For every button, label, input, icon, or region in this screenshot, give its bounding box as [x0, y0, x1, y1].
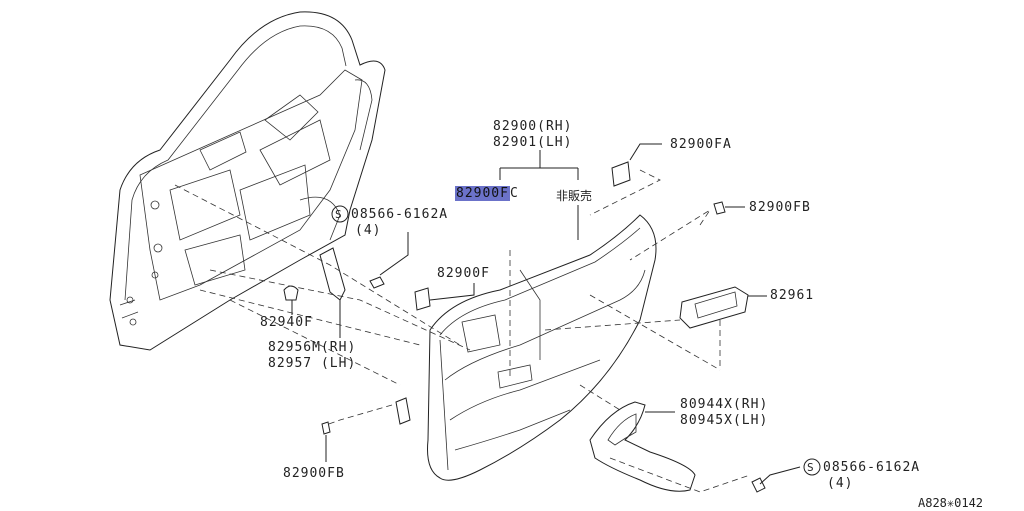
part-82900f: 82900F: [437, 266, 490, 281]
bolt-82900fb-top: [713, 201, 726, 215]
part-82900fb-top: 82900FB: [749, 200, 811, 215]
part-82900fc-highlight: 82900F: [455, 186, 510, 201]
part-82940f: 82940F: [260, 315, 313, 330]
assembly-lines: [174, 169, 751, 493]
part-80944x-rh: 80944X(RH): [680, 397, 769, 412]
s-circle-bottom: [803, 458, 821, 476]
screw-top: [369, 276, 385, 289]
part-82900fb-bottom: 82900FB: [283, 466, 345, 481]
screw-top-qty: (4): [355, 223, 382, 238]
fastener-lower: [395, 397, 411, 425]
s-circle-top: [331, 205, 349, 223]
not-for-sale-note: 非販売: [556, 189, 593, 203]
pull-handle-80944x-inner: [607, 413, 637, 446]
screw-bottom-code: 08566-6162A: [823, 460, 921, 475]
clip-82900fa: [611, 161, 631, 187]
pull-handle-80944x: [589, 401, 696, 492]
part-82900-rh: 82900(RH): [493, 119, 573, 134]
s-symbol-top: S: [335, 208, 343, 221]
part-82900fc: 82900FC: [455, 186, 519, 201]
bracket-82956m: [319, 247, 346, 301]
s-symbol-bottom: S: [807, 461, 815, 474]
door-shell: [109, 11, 386, 351]
pin-82900fb-bottom: [321, 421, 331, 435]
armrest-82961: [679, 286, 749, 329]
clip-82900f: [414, 287, 431, 311]
screw-top-code: 08566-6162A: [351, 207, 449, 222]
part-82900fa: 82900FA: [670, 137, 732, 152]
part-82961: 82961: [770, 288, 815, 303]
clip-82940f: [283, 285, 299, 301]
diagram-code: A828✳0142: [918, 496, 984, 510]
part-82900fc-suffix: C: [509, 186, 519, 201]
screw-bottom-qty: (4): [827, 476, 854, 491]
part-82956m-rh: 82956M(RH): [268, 340, 357, 355]
door-trim-panel: [427, 214, 657, 481]
part-82901-lh: 82901(LH): [493, 135, 573, 150]
part-82957-lh: 82957 (LH): [268, 356, 357, 371]
armrest-82961-inner: [694, 291, 738, 319]
screw-bottom: [751, 477, 766, 493]
part-80945x-lh: 80945X(LH): [680, 413, 769, 428]
leader-lines: [291, 143, 801, 485]
